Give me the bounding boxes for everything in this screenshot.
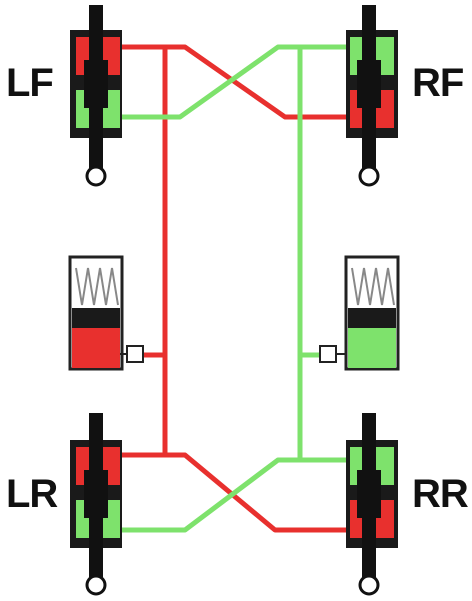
wheel-right-rear [346, 413, 398, 596]
wheel-left-rear [70, 413, 122, 596]
label-right-rear: RR [412, 472, 469, 516]
disc-hub [84, 470, 108, 518]
label-left-front: LF [6, 61, 54, 105]
cylinder-housing [68, 255, 124, 371]
piston-cap [348, 308, 396, 328]
green-line-rear-cross [120, 457, 350, 533]
red-line-lf-top [120, 44, 350, 120]
spring-icon [351, 267, 395, 306]
wheel-mount-circle [358, 165, 380, 187]
piston-cap [72, 308, 120, 328]
label-right-front: RF [412, 61, 464, 105]
port-square [126, 345, 144, 363]
master-cylinder-left [68, 255, 144, 371]
cylinder-housing [344, 255, 400, 371]
disc-hub [357, 470, 381, 518]
disc-hub [84, 60, 108, 108]
wheel-mount-circle [358, 574, 380, 596]
red-line-rear-cross [120, 452, 350, 533]
port-square [319, 345, 337, 363]
fluid-chamber [72, 328, 120, 368]
fluid-chamber [348, 328, 396, 368]
wheel-left-front [70, 5, 122, 187]
wheel-mount-circle [85, 574, 107, 596]
label-left-rear: LR [6, 472, 58, 516]
green-circuit-lines [120, 44, 350, 533]
green-line-front-cross [120, 44, 350, 120]
disc-hub [357, 60, 381, 108]
wheel-mount-circle [85, 165, 107, 187]
spring-icon [75, 267, 119, 306]
master-cylinder-right [319, 255, 400, 371]
wheel-right-front [346, 5, 398, 187]
